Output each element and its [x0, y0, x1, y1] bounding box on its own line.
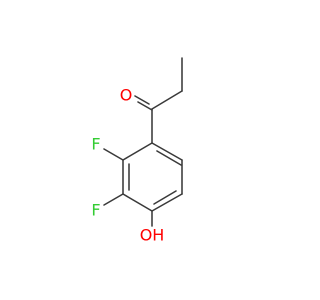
molecule-canvas: O F F OH: [91, 57, 183, 245]
propanoyl-group: [134, 57, 183, 144]
carbonyl-to-ethyl-bond: [151, 90, 183, 110]
ring-bond-1-inner: [156, 150, 182, 166]
upper-fluorine-label: F: [91, 135, 100, 154]
upper-fluorine-bond: [103, 148, 124, 161]
ketone-oxygen-label: O: [120, 86, 133, 105]
carbonyl-double-bond-2: [137, 101, 153, 111]
ring-bond-6: [122, 142, 153, 161]
lower-fluorine-bond: [103, 193, 124, 206]
carbonyl-double-bond-1: [134, 95, 150, 105]
structure-diagram: O F F OH: [91, 57, 183, 245]
benzene-ring: [122, 142, 183, 212]
ring-bond-4: [122, 193, 153, 212]
lower-fluorine-label: F: [91, 201, 100, 220]
ring-bond-1: [151, 142, 183, 161]
hydroxyl-label: OH: [140, 226, 165, 245]
ring-bond-3-inner: [153, 190, 177, 205]
ring-bond-3: [151, 193, 183, 212]
